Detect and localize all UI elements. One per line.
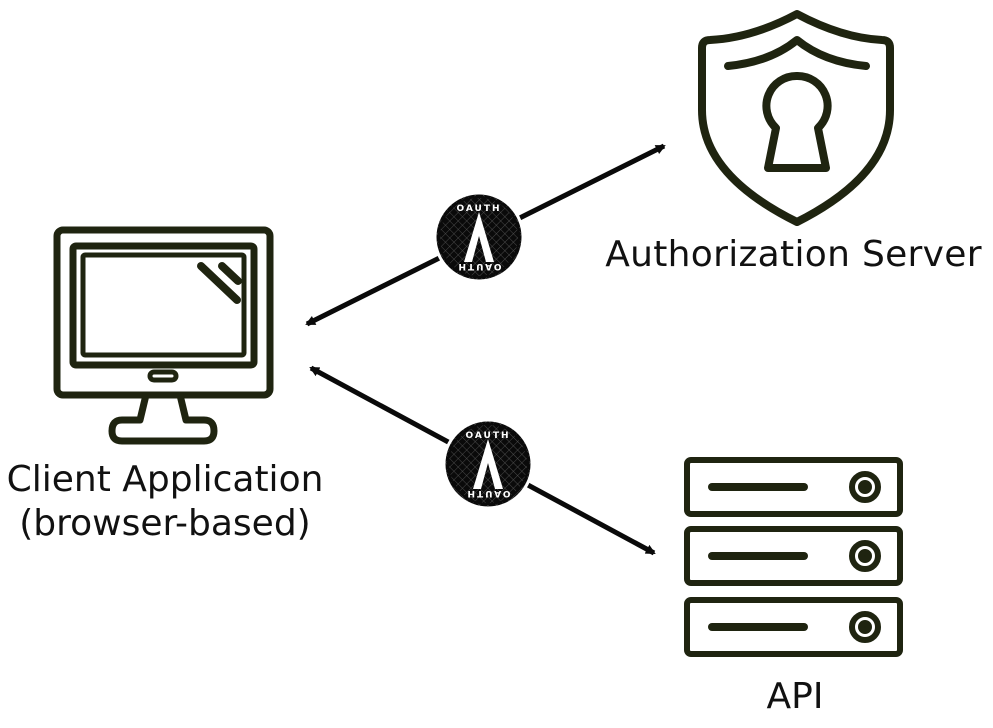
authorization-server-label: Authorization Server — [605, 234, 982, 275]
badge-top-text: OAUTH — [456, 204, 501, 214]
client-application-label-line2: (browser-based) — [19, 503, 311, 544]
oauth-logo-icon — [473, 439, 503, 489]
monitor-icon — [53, 226, 274, 445]
badge-bottom-text-bottom: OAUTH — [465, 488, 510, 498]
shield-keyhole-icon — [698, 10, 894, 226]
oauth-badge-top: OAUTH OAUTH — [433, 191, 525, 283]
badge-bottom-text: OAUTH — [465, 431, 510, 441]
api-label: API — [766, 676, 824, 717]
oauth-badge-bottom: OAUTH OAUTH — [442, 418, 534, 510]
client-application-label-line1: Client Application — [6, 459, 324, 500]
client-application-label: Client Application (browser-based) — [0, 458, 330, 546]
badge-top-text-bottom: OAUTH — [456, 261, 501, 271]
server-stack-icon — [684, 457, 903, 657]
oauth-logo-icon — [464, 212, 494, 262]
